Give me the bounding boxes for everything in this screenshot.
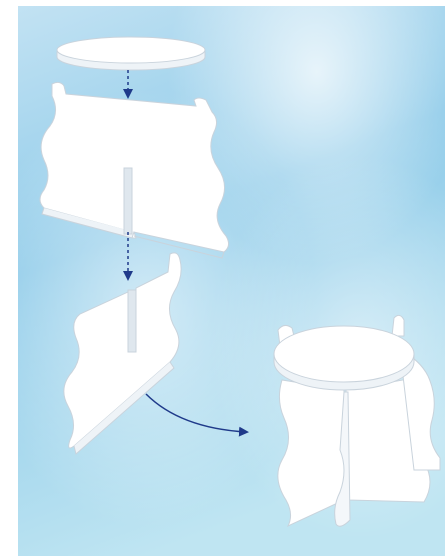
- round-top-disc: [57, 37, 205, 70]
